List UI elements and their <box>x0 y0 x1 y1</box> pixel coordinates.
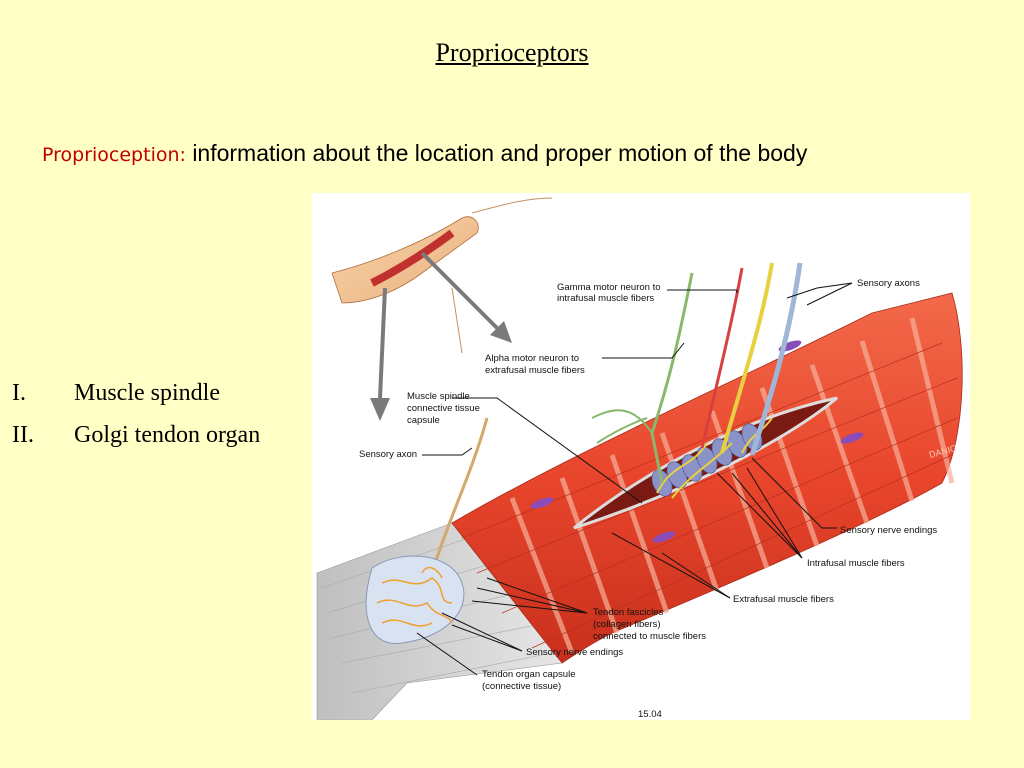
figure-number: 15.04 <box>638 709 662 720</box>
label-spindle-1: Muscle spindle <box>407 391 470 402</box>
muscle-diagram: Gamma motor neuron to intrafusal muscle … <box>316 197 963 720</box>
label-tendon-2: (collagen fibers) <box>593 619 661 630</box>
list-item: II. Golgi tendon organ <box>12 414 260 456</box>
list-number: II. <box>12 422 34 448</box>
definition-text: information about the location and prope… <box>192 140 808 166</box>
sensory-axon-blue <box>749 262 803 456</box>
definition-term: Proprioception: <box>42 144 186 166</box>
label-extrafusal: Extrafusal muscle fibers <box>733 594 834 605</box>
sensory-axon-yellow <box>720 262 774 454</box>
label-sensory-axon: Sensory axon <box>359 449 417 460</box>
label-alpha-1: Alpha motor neuron to <box>485 353 579 364</box>
alpha-motor-neuron <box>700 267 744 449</box>
label-spindle-2: connective tissue <box>407 403 480 414</box>
list-item: I. Muscle spindle <box>12 372 260 414</box>
anatomy-figure: Gamma motor neuron to intrafusal muscle … <box>312 193 970 720</box>
label-capsule-1: Tendon organ capsule <box>482 669 576 680</box>
label-gamma-2: intrafusal muscle fibers <box>557 293 654 304</box>
label-sensory-endings-1: Sensory nerve endings <box>840 525 937 536</box>
definition: Proprioception: information about the lo… <box>42 140 807 167</box>
label-alpha-2: extrafusal muscle fibers <box>485 365 585 376</box>
list-number: I. <box>12 380 26 406</box>
golgi-tendon-organ <box>365 555 465 645</box>
muscle-belly <box>451 292 963 664</box>
label-spindle-3: capsule <box>407 415 440 426</box>
label-capsule-2: (connective tissue) <box>482 681 561 692</box>
slide-title: Proprioceptors <box>435 38 589 67</box>
list-label: Golgi tendon organ <box>74 422 261 448</box>
label-sensory-endings-2: Sensory nerve endings <box>526 647 623 658</box>
label-sensory-axons: Sensory axons <box>857 278 920 289</box>
proprioceptor-list: I. Muscle spindle II. Golgi tendon organ <box>12 372 260 456</box>
label-tendon-3: connected to muscle fibers <box>593 631 706 642</box>
label-tendon-1: Tendon fascicles <box>593 607 663 618</box>
label-gamma-1: Gamma motor neuron to <box>557 282 661 293</box>
label-intrafusal: Intrafusal muscle fibers <box>807 558 905 569</box>
list-label: Muscle spindle <box>74 380 220 406</box>
